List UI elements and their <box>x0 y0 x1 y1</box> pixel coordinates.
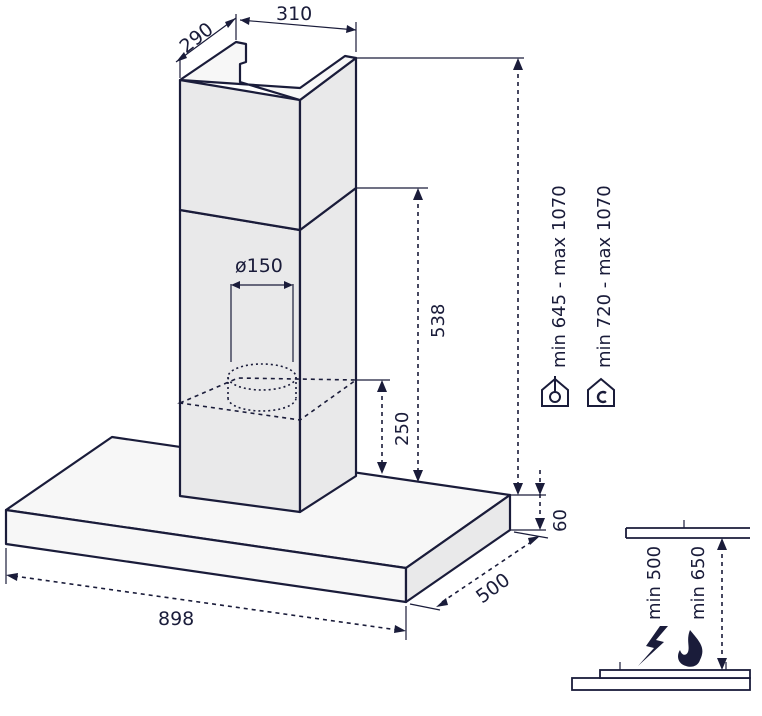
duct-diameter-label: ø150 <box>235 255 283 277</box>
motor-box <box>177 377 359 421</box>
duct-diameter-indicator: ø150 <box>230 255 294 362</box>
canopy-height-label: 60 <box>550 509 571 532</box>
canopy-width-label: 898 <box>158 608 194 630</box>
height-dimensions: 538 250 60 min 645 - max 1070 min 720 - … <box>356 57 615 532</box>
lower-duct-height-label: 250 <box>392 412 413 446</box>
bottom-dimensions: 898 500 <box>5 531 549 640</box>
flame-icon <box>678 630 703 667</box>
clearance-inset: min 500 min 650 <box>571 520 751 691</box>
range-recirculation-label: min 720 - max 1070 <box>594 185 615 368</box>
inner-duct <box>177 363 359 512</box>
upper-chimney-front <box>178 78 302 232</box>
electric-clearance-label: min 500 <box>644 546 665 620</box>
range-extraction-label: min 645 - max 1070 <box>549 185 570 368</box>
chimney-width-label: 310 <box>276 3 312 25</box>
upper-chimney <box>178 40 358 232</box>
upper-chimney-top <box>178 40 358 102</box>
chimney-depth-label: 290 <box>176 18 218 58</box>
canopy-depth-label: 500 <box>472 569 514 608</box>
lower-chimney-side <box>298 186 358 514</box>
lower-chimney <box>178 186 358 514</box>
house-outlet-icon <box>541 376 569 407</box>
lightning-icon <box>638 626 668 666</box>
upper-duct-height-label: 538 <box>428 304 449 338</box>
gas-clearance-label: min 650 <box>688 546 709 620</box>
house-recirculation-icon <box>587 377 615 407</box>
